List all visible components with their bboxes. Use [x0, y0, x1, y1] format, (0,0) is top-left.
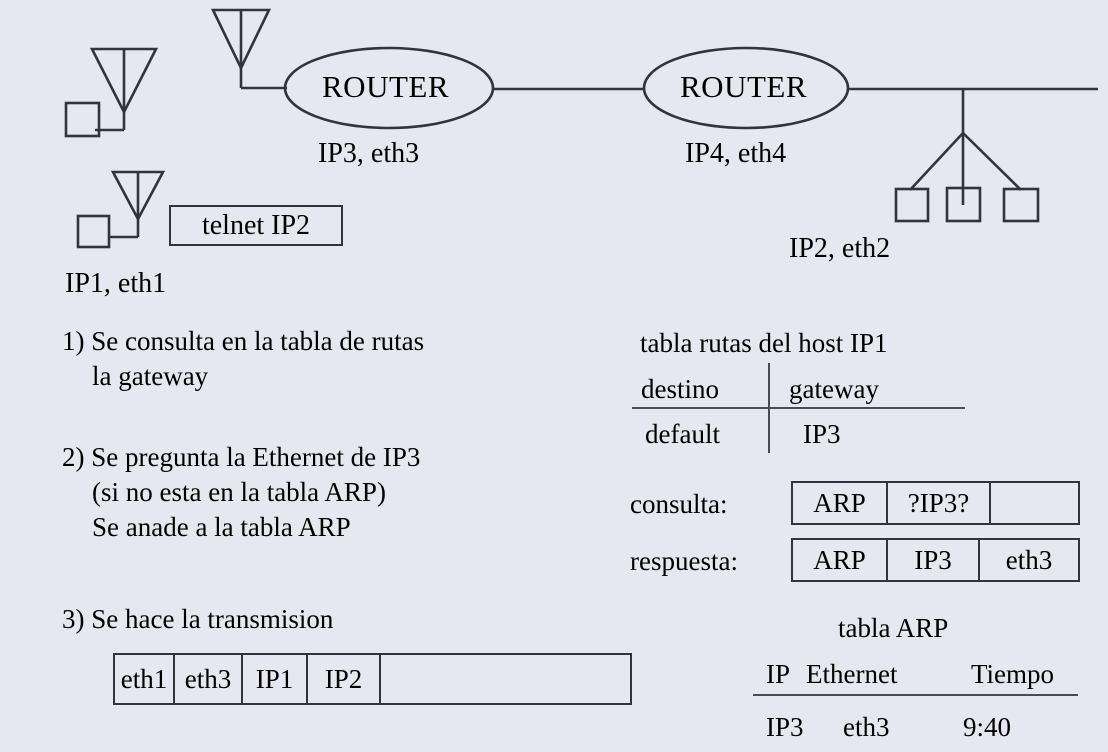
arp-query-packet: ARP ?IP3? [791, 481, 1080, 525]
route-table-cell-default: default [645, 419, 720, 449]
arp-table-header-ethernet: Ethernet [806, 659, 898, 689]
router-2-sublabel: IP4, eth4 [685, 138, 787, 169]
step-1-line-2: la gateway [92, 361, 209, 391]
arp-table-cell-ethernet: eth3 [843, 712, 890, 742]
transmitted-frame: eth1 eth3 IP1 IP2 [113, 653, 632, 705]
arp-table-header-rule [753, 694, 1078, 696]
arp-reply-packet: ARP IP3 eth3 [791, 538, 1080, 582]
antenna-top-center [210, 8, 287, 90]
host-ip2-label: IP2, eth2 [789, 233, 891, 264]
step-3: 3) Se hace la transmision [62, 602, 333, 637]
step-1-line-1: 1) Se consulta en la tabla de rutas [62, 326, 425, 356]
arp-table-cell-ip: IP3 [766, 712, 804, 742]
frame-cell-payload [381, 655, 630, 703]
telnet-command-box[interactable]: telnet IP2 [169, 205, 343, 246]
antenna-upper-left [89, 47, 159, 132]
arp-reply-cell-type: ARP [793, 540, 888, 580]
route-table-header-destino: destino [641, 374, 719, 404]
host-box-ip1 [76, 214, 111, 249]
frame-cell-src-ip: IP1 [243, 655, 308, 703]
route-table-header-gateway: gateway [789, 374, 879, 404]
frame-cell-dst-eth: eth3 [175, 655, 243, 703]
host-box-lan-3 [1002, 187, 1040, 223]
router-2-label: ROUTER [680, 69, 807, 104]
host-ip1-label: IP1, eth1 [65, 268, 167, 299]
route-table-header-rule [632, 407, 965, 409]
arp-reply-label: respuesta: [630, 546, 738, 576]
step-2-line-2: (si no esta en la tabla ARP) [92, 477, 386, 507]
arp-reply-cell-eth: eth3 [1005, 544, 1053, 575]
host-box-upper-left [64, 101, 101, 138]
host-box-lan-2 [945, 186, 982, 223]
step-2-line-1: 2) Se pregunta la Ethernet de IP3 [62, 442, 421, 472]
step-3-line-1: 3) Se hace la transmision [62, 604, 334, 634]
router-1-label: ROUTER [322, 69, 449, 104]
lan-branch-right [962, 132, 1022, 191]
router-1-sublabel: IP3, eth3 [318, 138, 420, 169]
lan-branch-left [909, 132, 964, 191]
arp-table-header-ip: IP [766, 659, 791, 689]
step-1: 1) Se consulta en la tabla de rutas la ga… [62, 324, 424, 394]
arp-reply-cell-ip: IP3 [888, 540, 980, 580]
route-table-cell-ip3: IP3 [803, 419, 841, 449]
frame-cell-dst-ip: IP2 [308, 655, 381, 703]
step-2-line-3: Se anade a la tabla ARP [92, 512, 351, 542]
arp-table-cell-tiempo: 9:40 [963, 712, 1012, 742]
frame-cell-src-eth: eth1 [115, 655, 175, 703]
arp-query-cell-type: ARP [793, 483, 888, 523]
arp-query-cell-answer [991, 483, 1078, 523]
antenna-ip1-host [110, 170, 166, 239]
arp-query-label: consulta: [630, 489, 728, 519]
arp-table-title: tabla ARP [838, 613, 949, 643]
host-box-lan-1 [894, 187, 930, 223]
route-table-title: tabla rutas del host IP1 [640, 328, 888, 358]
arp-query-cell-target: ?IP3? [888, 483, 991, 523]
arp-table-header-tiempo: Tiempo [971, 659, 1055, 689]
step-2: 2) Se pregunta la Ethernet de IP3 (si no … [62, 440, 420, 545]
